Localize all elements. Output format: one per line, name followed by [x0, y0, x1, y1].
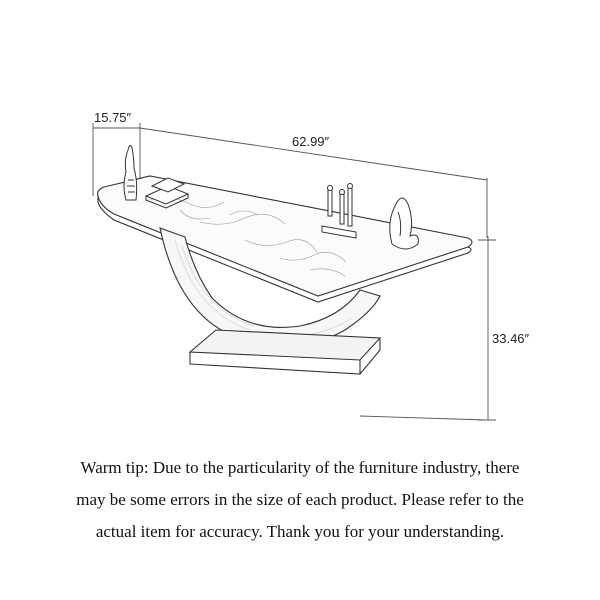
warm-tip-line: may be some errors in the size of each p…: [76, 490, 524, 509]
height-dimension: [359, 236, 496, 421]
width-label: 62.99″: [292, 134, 330, 149]
table-top: [97, 175, 473, 303]
warm-tip-line: actual item for accuracy. Thank you for …: [95, 522, 505, 541]
height-label: 33.46″: [492, 331, 530, 346]
warm-tip: Warm tip: Due to the particularity of th…: [0, 452, 600, 548]
warm-tip-line: Warm tip: Due to the particularity of th…: [80, 458, 520, 477]
base-plinth: [188, 329, 382, 375]
marble-texture: [149, 197, 347, 277]
depth-dimension: [92, 123, 141, 196]
decor-figure-vase: [389, 197, 419, 250]
decor-vase-left: [123, 144, 138, 201]
decor-sculptures: [321, 183, 357, 239]
width-dimension: [139, 127, 488, 238]
decor-books: [144, 177, 190, 209]
console-table-dimension-drawing: 15.75″ 62.99″ 33.46″: [92, 110, 530, 421]
depth-label: 15.75″: [94, 110, 132, 125]
